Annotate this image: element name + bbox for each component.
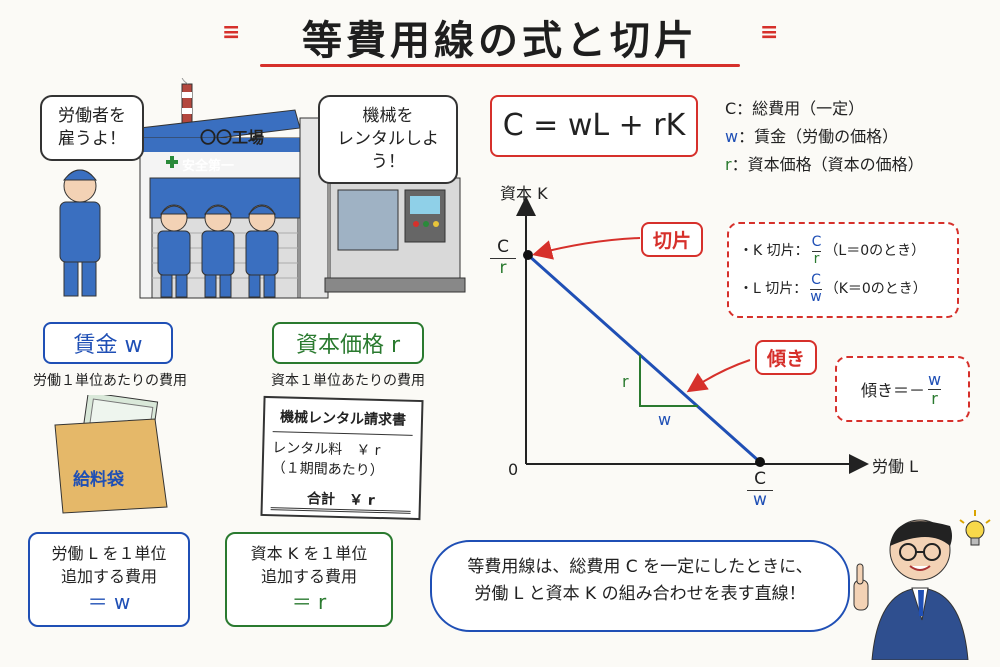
intercept-arrow [532,237,641,260]
invoice-row-period: （１期間あたり） [271,460,384,480]
factory-sign: 〇〇工場 [200,128,265,147]
summary-bubble: 等費用線は、総費用 C を一定にしたときに、 労働 L と資本 K の組み合わせ… [430,540,850,632]
slope-arrow [686,359,751,393]
capital-cost-line3: ＝ r [291,590,327,615]
speech-bubble-rent: 機械を レンタルしよう！ [318,95,458,184]
factory-illustration [59,78,466,299]
capital-cost-line1: 資本 K を１単位 [250,544,368,563]
slope-tag: 傾き [755,340,818,375]
isocost-graph [516,196,869,474]
summary-line2: 労働 L と資本 K の組み合わせを表す直線！ [474,584,806,605]
rental-invoice: 機械レンタル請求書 レンタル料 ￥ r （１期間あたり） 合計 ￥ r [260,395,424,521]
x-axis-label: 労働 L [872,457,919,476]
title-spark-left: ≡ [222,20,241,45]
wage-cost-box: 労働 L を１単位 追加する費用 ＝ w [28,532,190,628]
k-intercept-point [523,250,533,260]
legend-item-w: w：賃金（労働の価格） [725,127,899,146]
wage-cost-line3: ＝ w [87,590,131,615]
title-spark-right: ≡ [760,20,779,45]
capital-label: 資本価格 r [272,322,424,364]
wage-note: 労働１単位あたりの費用 [33,373,187,389]
run-label: w [658,410,672,429]
wage-cost-line2: 追加する費用 [60,567,157,587]
rise-label: r [622,372,629,391]
summary-line1: 等費用線は、総費用 C を一定にしたときに、 [467,557,813,577]
wage-cost-line1: 労働 L を１単位 [51,544,167,563]
capital-cost-box: 資本 K を１単位 追加する費用 ＝ r [225,532,393,628]
title-underline [260,64,740,67]
safety-sign: 安全第一 [182,159,235,174]
slope-triangle [639,355,698,407]
teacher-illustration [853,510,991,660]
legend-item-r: r：資本価格（資本の価格） [725,155,924,174]
speech-bubble-hire: 労働者を 雇うよ！ [40,95,144,161]
isocost-line [527,253,761,464]
invoice-title: 機械レンタル請求書 [279,409,407,429]
origin-label: 0 [508,460,519,479]
page-title: 等費用線の式と切片 [302,18,698,64]
y-axis-label: 資本 K [500,184,548,203]
capital-cost-line2: 追加する費用 [260,567,357,587]
wage-label: 賃金 w [43,322,173,364]
capital-note: 資本１単位あたりの費用 [271,373,425,389]
invoice-total: 合計 ￥ r [270,487,412,514]
intercept-tag: 切片 [641,222,704,257]
legend-item-c: C：総費用（一定） [725,99,865,118]
pay-envelope-illustration [54,395,168,514]
isocost-formula: C = wL + rK [490,95,698,157]
formula-legend: C：総費用（一定） w：賃金（労働の価格） r：資本価格（資本の価格） [725,95,924,179]
envelope-label: 給料袋 [73,470,124,490]
l-intercept-point [755,457,765,467]
